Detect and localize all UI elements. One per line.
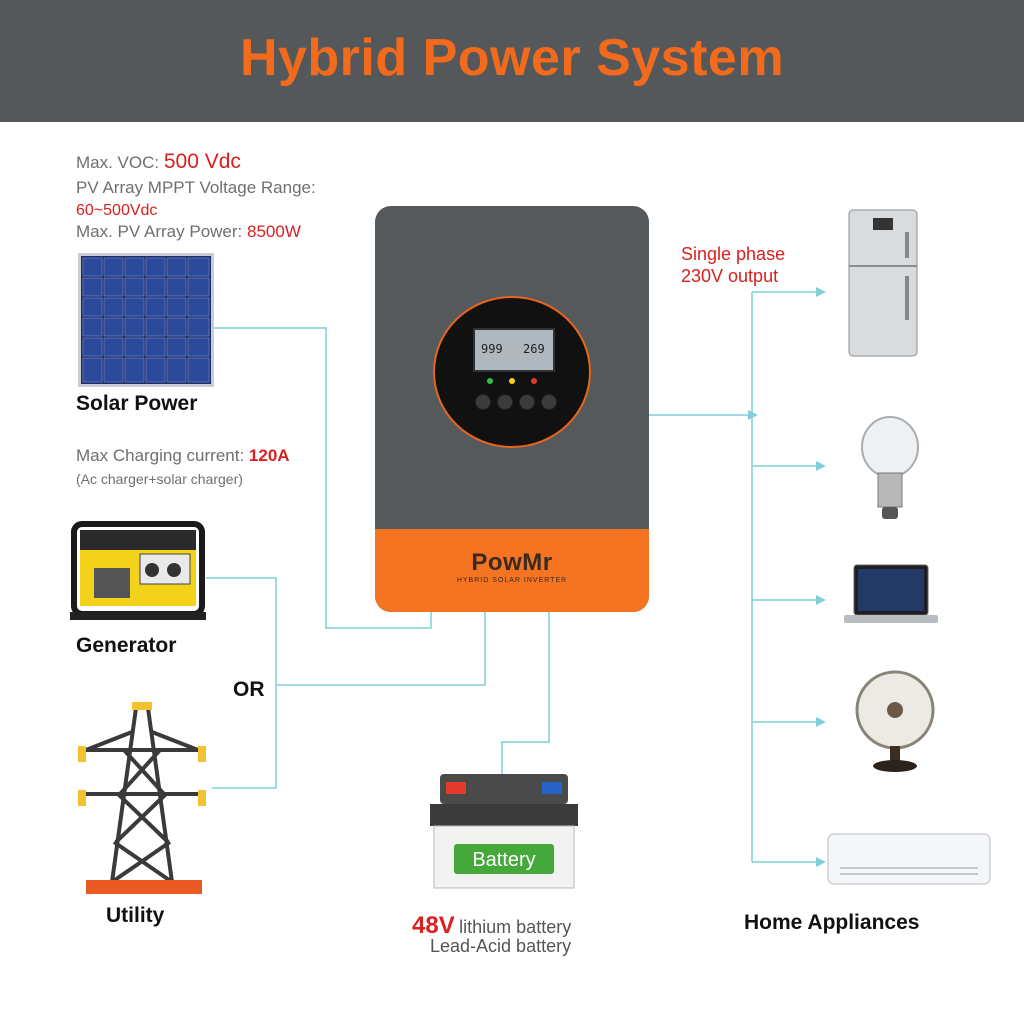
status-led-yellow: [509, 378, 515, 384]
status-led-red: [531, 378, 537, 384]
charging-spec: Max Charging current: 120A: [76, 446, 290, 466]
max-pv-power-spec: Max. PV Array Power: 8500W: [76, 222, 301, 242]
max-pv-power-value: 8500W: [247, 222, 301, 241]
control-panel: 999 269: [433, 296, 591, 448]
page-title: Hybrid Power System: [239, 29, 785, 87]
battery-spec: 48V lithium battery: [412, 912, 571, 940]
lcd-display: 999 269: [473, 328, 555, 372]
battery-type-lead-acid: Lead-Acid battery: [430, 936, 572, 956]
generator-label: Generator: [76, 634, 177, 657]
max-voc-value: 500 Vdc: [163, 150, 241, 173]
light-bulb-icon: [861, 416, 919, 519]
enter-button[interactable]: [541, 394, 557, 410]
max-pv-power-label: Max. PV Array Power:: [76, 222, 243, 241]
up-button[interactable]: [497, 394, 513, 410]
fan-icon: [855, 670, 935, 772]
inverter-brand-strip: PowMr HYBRID SOLAR INVERTER: [375, 529, 649, 612]
battery-type-lithium: lithium battery: [459, 917, 572, 937]
output-phase-text: Single phase: [681, 244, 786, 264]
brand-subtitle: HYBRID SOLAR INVERTER: [456, 577, 568, 584]
solar-power-label: Solar Power: [76, 392, 198, 415]
lcd-left-reading: 999: [481, 342, 503, 356]
down-button[interactable]: [519, 394, 535, 410]
refrigerator-icon: [848, 209, 918, 357]
solar-panel-icon: [78, 253, 214, 387]
utility-label: Utility: [106, 904, 165, 927]
hybrid-inverter: 999 269 PowMr HYBRID SOLAR INVERTER: [375, 206, 649, 612]
laptop-icon: [844, 564, 938, 623]
or-label: OR: [233, 678, 265, 701]
battery-case-label: Battery: [472, 849, 536, 871]
generator-icon: [70, 521, 206, 620]
header-banner: [0, 0, 1024, 122]
status-led-green: [487, 378, 493, 384]
charging-note: (Ac charger+solar charger): [76, 471, 243, 487]
battery-voltage: 48V: [412, 912, 455, 939]
lcd-right-reading: 269: [523, 342, 545, 356]
air-conditioner-icon: [827, 833, 991, 885]
charging-label: Max Charging current:: [76, 446, 245, 465]
home-appliances-label: Home Appliances: [744, 911, 920, 934]
max-voc-spec: Max. VOC: 500 Vdc: [76, 150, 241, 174]
mppt-value: 60~500Vdc: [76, 202, 158, 219]
battery-icon: [430, 774, 578, 889]
charging-value: 120A: [248, 446, 290, 465]
utility-tower-icon: [78, 702, 206, 894]
brand-logo: PowMr: [471, 549, 553, 576]
mppt-label: PV Array MPPT Voltage Range:: [76, 178, 316, 197]
output-voltage-text: 230V output: [681, 266, 779, 286]
esc-button[interactable]: [475, 394, 491, 410]
max-voc-label: Max. VOC:: [76, 153, 160, 172]
